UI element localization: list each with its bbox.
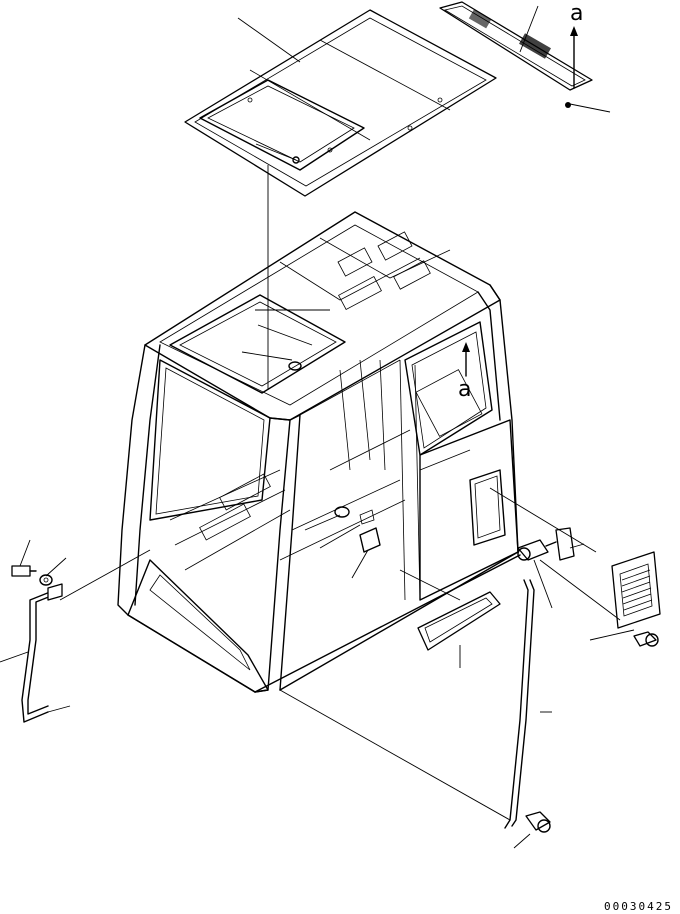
side-bolt — [518, 528, 574, 560]
ref-letter-top: a — [570, 1, 583, 26]
vent-grille — [612, 552, 660, 646]
ref-letter-door: a — [458, 377, 471, 402]
floor-cover-plate — [418, 592, 500, 650]
roof-panel — [185, 10, 496, 196]
leader-lines — [0, 6, 634, 848]
rear-cover-strip — [440, 2, 592, 108]
reference-arrow-door: a — [458, 342, 471, 402]
right-handrail — [505, 580, 550, 832]
drawing-code: 00030425 — [604, 900, 673, 913]
left-handrail — [12, 566, 62, 722]
reference-arrow-top: a — [570, 1, 583, 88]
